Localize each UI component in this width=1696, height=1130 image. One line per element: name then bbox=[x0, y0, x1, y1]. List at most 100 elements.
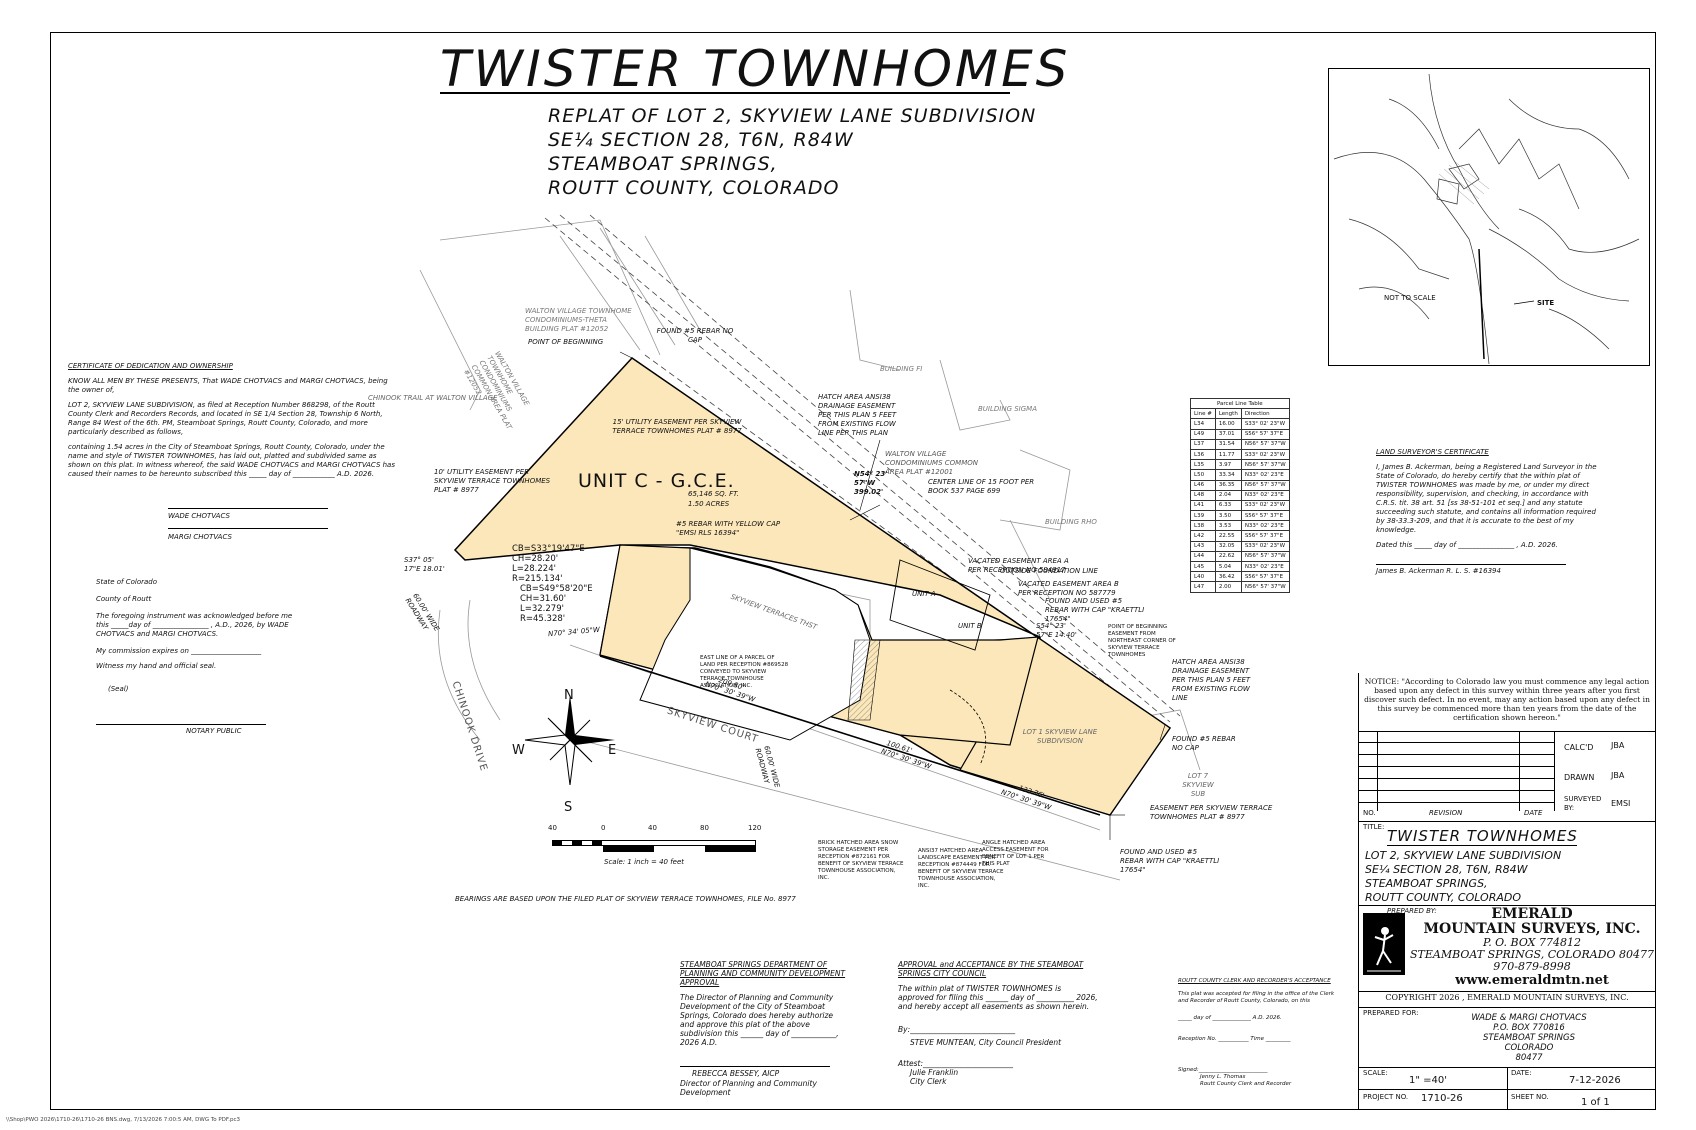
prepared-for-label: PREPARED FOR: bbox=[1363, 1009, 1419, 1017]
label-brick-hatch: BRICK HATCHED AREA SNOW STORAGE EASEMENT… bbox=[818, 840, 904, 881]
label-point-of-beginning: POINT OF BEGINNING bbox=[528, 338, 604, 346]
parcel-table-cell: 5.04 bbox=[1214, 560, 1242, 573]
parcel-table-cell: L34 bbox=[1190, 418, 1216, 430]
planning-approval: STEAMBOAT SPRINGS DEPARTMENT OF PLANNING… bbox=[680, 960, 848, 1047]
drawn-value: JBA bbox=[1611, 771, 1625, 780]
parcel-table-cell: L42 bbox=[1190, 530, 1216, 542]
surveyor-name: James B. Ackerman R. L. S. #16394 bbox=[1376, 567, 1501, 575]
label-found-kraettli: FOUND AND USED #5 REBAR WITH CAP "KRAETT… bbox=[1045, 597, 1145, 623]
notary-public: NOTARY PUBLIC bbox=[186, 727, 242, 735]
prepared-by-label: PREPARED BY: bbox=[1387, 907, 1437, 915]
dedication-p3: containing 1.54 acres in the City of Ste… bbox=[68, 443, 395, 478]
parcel-table-cell: S56° 57' 37"E bbox=[1240, 510, 1290, 522]
label-building-sigma: BUILDING SIGMA bbox=[978, 405, 1037, 413]
parcel-table-header-direction: Direction bbox=[1240, 408, 1290, 420]
parcel-table-cell: 22.55 bbox=[1214, 530, 1242, 542]
compass-s: S bbox=[564, 800, 573, 815]
parcel-table-cell: N33° 02' 23"E bbox=[1240, 560, 1290, 573]
parcel-table-cell: N56° 57' 37"W bbox=[1240, 550, 1290, 563]
parcel-table-cell: L49 bbox=[1190, 428, 1216, 440]
parcel-table-cell: 2.00 bbox=[1214, 581, 1242, 593]
planning-heading: STEAMBOAT SPRINGS DEPARTMENT OF PLANNING… bbox=[680, 960, 846, 987]
client-line-5: 80477 bbox=[1515, 1053, 1543, 1063]
curve1-r: R=215.134' bbox=[512, 574, 563, 584]
label-found-rebar-nocap: FOUND #5 REBAR NO CAP bbox=[656, 327, 734, 344]
notice-label: NOTICE: bbox=[1364, 677, 1400, 686]
file-path-footer: \\Shop\PWO 2026\1710-26\1710-26 BNS.dwg,… bbox=[6, 1117, 240, 1123]
tb-title-line-4: ROUTT COUNTY, COLORADO bbox=[1365, 891, 1522, 904]
title-underline bbox=[440, 92, 1010, 94]
council-text: The within plat of TWISTER TOWNHOMES is … bbox=[898, 984, 1098, 1011]
revision-grid bbox=[1359, 731, 1555, 811]
sig-line-1 bbox=[168, 508, 328, 509]
parcel-table-cell: N56° 57' 37"W bbox=[1240, 479, 1290, 491]
parcel-table-cell: S56° 57' 37"E bbox=[1240, 571, 1290, 583]
council-president: STEVE MUNTEAN, City Council President bbox=[910, 1038, 1062, 1047]
parcel-table-cell: 11.77 bbox=[1214, 448, 1242, 461]
curve2-ch: CH=31.60' bbox=[520, 594, 567, 604]
parcel-table-cell: 32.05 bbox=[1214, 540, 1242, 552]
parcel-table-cell: L48 bbox=[1190, 489, 1216, 501]
parcel-table-cell: 36.42 bbox=[1214, 571, 1242, 583]
subtitle-line-2: SE¼ SECTION 28, T6N, R84W bbox=[548, 129, 854, 151]
parcel-table-cell: S33° 02' 23"W bbox=[1240, 499, 1290, 512]
curve2-cb: CB=S49°58'20"E bbox=[520, 584, 593, 594]
surveyed-value: EMSI bbox=[1611, 799, 1631, 808]
recorder-reception: Reception No. ___________ Time _________ bbox=[1178, 1036, 1291, 1042]
parcel-table-cell: 37.01 bbox=[1214, 428, 1242, 440]
notary-block: State of Colorado County of Routt The fo… bbox=[96, 578, 296, 694]
parcel-line-table: Parcel Line Table Line # Length Directio… bbox=[1190, 397, 1290, 593]
company-website[interactable]: www.emeraldmtn.net bbox=[1455, 973, 1609, 988]
notary-witness: Witness my hand and official seal. bbox=[96, 662, 217, 670]
label-found-bottom: FOUND AND USED #5 REBAR WITH CAP "KRAETT… bbox=[1120, 848, 1220, 874]
parcel-table-header-line: Line # bbox=[1190, 408, 1216, 420]
plat-title: TWISTER TOWNHOMES bbox=[440, 40, 1071, 98]
council-by: By:____________________________ bbox=[898, 1025, 1016, 1034]
subtitle-line-1: REPLAT OF LOT 2, SKYVIEW LANE SUBDIVISIO… bbox=[548, 105, 1037, 127]
planning-role: Director of Planning and Community Devel… bbox=[680, 1079, 817, 1097]
label-building-fi: BUILDING FI bbox=[880, 365, 923, 373]
compass-e: E bbox=[608, 743, 617, 758]
recorder-role: Routt County Clerk and Recorder bbox=[1200, 1081, 1292, 1087]
surveyor-certificate: LAND SURVEYOR'S CERTIFICATE I, James B. … bbox=[1376, 448, 1606, 550]
notary-seal: (Seal) bbox=[108, 685, 129, 693]
label-chinook-trail: CHINOOK TRAIL AT WALTON VILLAGE bbox=[368, 394, 498, 402]
parcel-table-cell: N33° 02' 23"E bbox=[1240, 520, 1290, 532]
parcel-table-cell: 22.62 bbox=[1214, 550, 1242, 563]
scale-tick-1: 40 bbox=[548, 824, 557, 832]
address-line-1: P. O. BOX 774812 bbox=[1483, 936, 1581, 949]
company-name: EMERALD MOUNTAIN SURVEYS, INC. bbox=[1409, 907, 1655, 937]
company-line-2: MOUNTAIN SURVEYS, INC. bbox=[1423, 921, 1641, 937]
label-lot-7: LOT 7 SKYVIEW SUB bbox=[1182, 772, 1214, 798]
parcel-table-cell: L45 bbox=[1190, 560, 1216, 573]
tb-title-line-2: SE¼ SECTION 28, T6N, R84W bbox=[1365, 863, 1528, 876]
dedication-heading: CERTIFICATE OF DEDICATION AND OWNERSHIP bbox=[68, 362, 233, 370]
titleblock-title-lines: LOT 2, SKYVIEW LANE SUBDIVISION SE¼ SECT… bbox=[1365, 849, 1561, 905]
label-easement-bottom: EASEMENT PER SKYVIEW TERRACE TOWNHOMES P… bbox=[1150, 804, 1273, 821]
label-area-sqft: 65,146 SQ. FT. bbox=[688, 490, 739, 498]
scale-value: 1" =40' bbox=[1409, 1075, 1447, 1086]
address-line-3: 970-879-8998 bbox=[1493, 960, 1571, 973]
drawn-label: DRAWN bbox=[1564, 773, 1595, 782]
label-area-acres: 1.50 ACRES bbox=[688, 500, 730, 508]
flow-line bbox=[949, 689, 987, 766]
copyright: COPYRIGHT 2026 , EMERALD MOUNTAIN SURVEY… bbox=[1385, 993, 1629, 1002]
tb-title-line-3: STEAMBOAT SPRINGS, bbox=[1365, 877, 1488, 890]
planning-text: The Director of Planning and Community D… bbox=[680, 993, 839, 1047]
parcel-table-cell: L40 bbox=[1190, 571, 1216, 583]
compass-n: N bbox=[564, 688, 574, 703]
parcel-table-cell: 31.54 bbox=[1214, 438, 1242, 450]
notice-box: NOTICE: "According to Colorado law you m… bbox=[1363, 677, 1651, 722]
parcel-table-title: Parcel Line Table bbox=[1190, 397, 1290, 410]
parcel-table-cell: S33° 02' 23"W bbox=[1240, 418, 1290, 430]
sig-line-2 bbox=[168, 528, 328, 529]
south-boundary bbox=[599, 655, 1101, 816]
vicinity-map: NOT TO SCALE SITE bbox=[1328, 68, 1650, 366]
